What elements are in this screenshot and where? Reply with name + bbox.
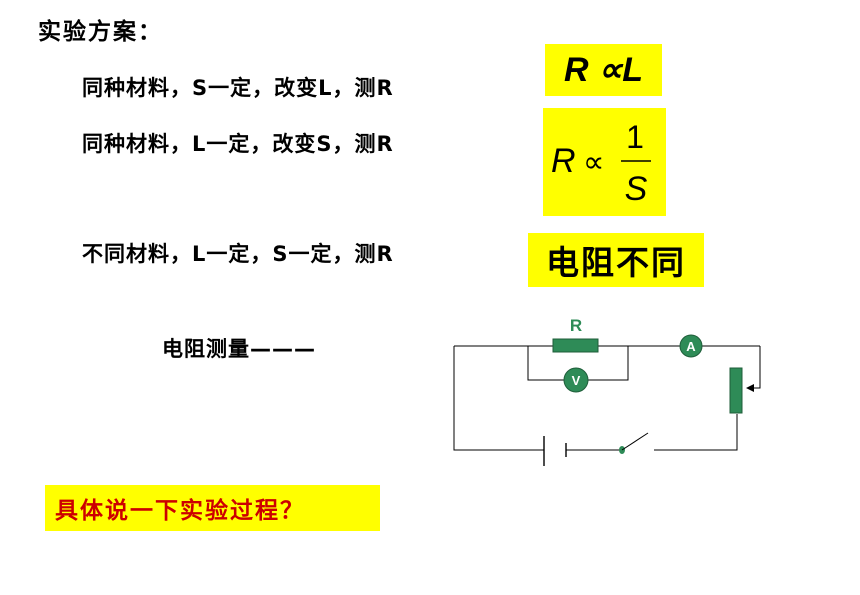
formula-r-prop-inverse-s: R ∝ 1 S <box>543 108 666 216</box>
scheme-line-3: 不同材料，L一定，S一定，测R <box>82 242 394 266</box>
switch-blade <box>621 432 649 451</box>
rheostat-slider-arrow-icon <box>746 384 754 392</box>
voltmeter-label: V <box>572 373 581 388</box>
circuit-wires <box>453 345 761 451</box>
ammeter-label: A <box>686 339 696 354</box>
resistor-icon <box>552 338 599 353</box>
question-banner: 具体说一下实验过程？ <box>45 485 380 531</box>
measurement-label: 电阻测量——— <box>162 337 316 361</box>
scheme-line-2: 同种材料，L一定，改变S，测R <box>82 132 394 156</box>
formula-r-prop-l: R ∝L <box>545 44 662 96</box>
ammeter-icon <box>679 334 703 358</box>
resistor-label: R <box>570 316 582 335</box>
slide-title: 实验方案： <box>38 19 163 45</box>
rheostat-icon <box>729 367 743 414</box>
formula-denominator: S <box>625 170 648 208</box>
fraction-formula: R ∝ 1 S <box>551 119 651 208</box>
voltmeter-icon <box>563 367 589 393</box>
formula-numerator: 1 <box>626 119 644 155</box>
formula-different-resistance: 电阻不同 <box>528 233 704 287</box>
formula-lhs: R <box>551 142 576 180</box>
formula-prop-symbol: ∝ <box>583 146 604 179</box>
circuit-diagram: R A V <box>453 316 761 466</box>
scheme-line-1: 同种材料，S一定，改变L，测R <box>82 76 394 100</box>
